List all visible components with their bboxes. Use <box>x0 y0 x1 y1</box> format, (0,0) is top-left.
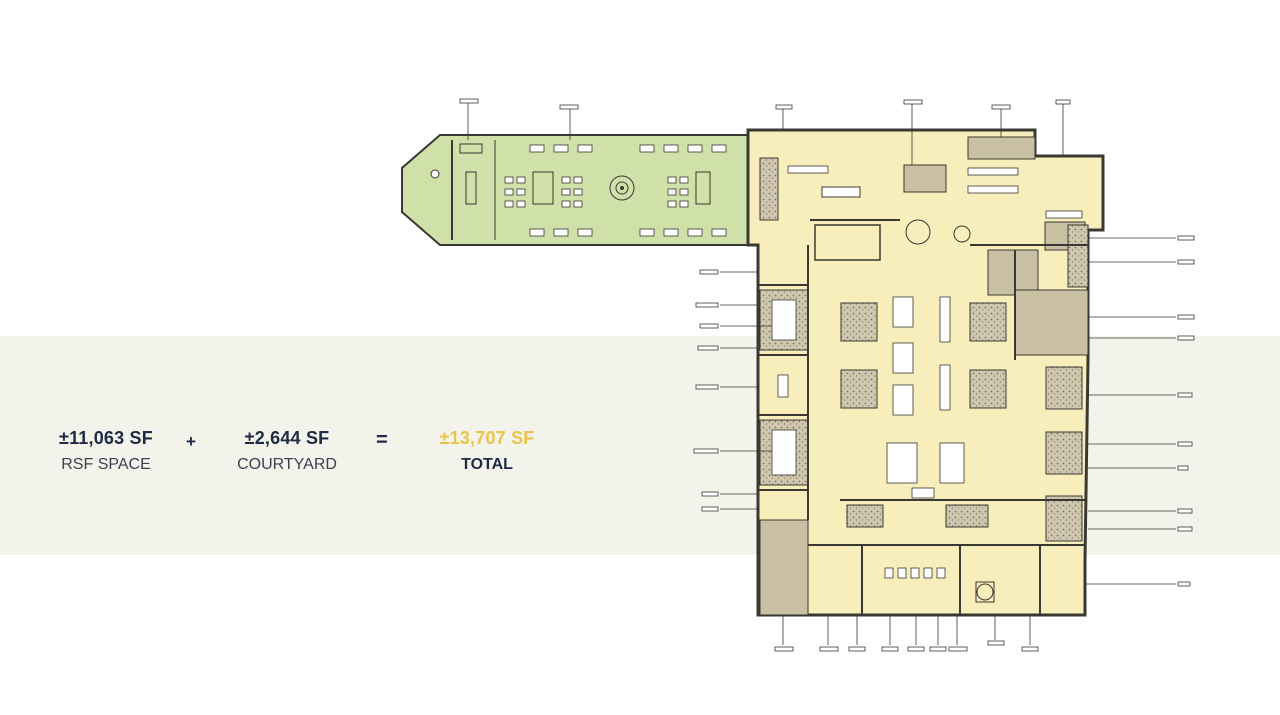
courtyard-value: ±2,644 SF <box>244 428 330 448</box>
total-stat: ±13,707 SF TOTAL <box>420 428 554 474</box>
rsf-label: RSF SPACE <box>61 456 151 473</box>
total-label: TOTAL <box>461 456 513 473</box>
plus-sign: + <box>186 432 196 451</box>
rsf-value: ±11,063 SF <box>59 428 153 448</box>
courtyard-label: COURTYARD <box>237 456 337 473</box>
interior-space <box>746 128 1105 617</box>
total-value: ±13,707 SF <box>439 428 535 448</box>
rsf-stat: ±11,063 SF RSF SPACE <box>40 428 172 474</box>
equals-sign: = <box>376 429 388 451</box>
plan-callouts <box>459 98 1195 652</box>
courtyard-area <box>401 134 749 246</box>
courtyard-ornament <box>609 175 635 201</box>
courtyard-stat: ±2,644 SF COURTYARD <box>222 428 352 474</box>
